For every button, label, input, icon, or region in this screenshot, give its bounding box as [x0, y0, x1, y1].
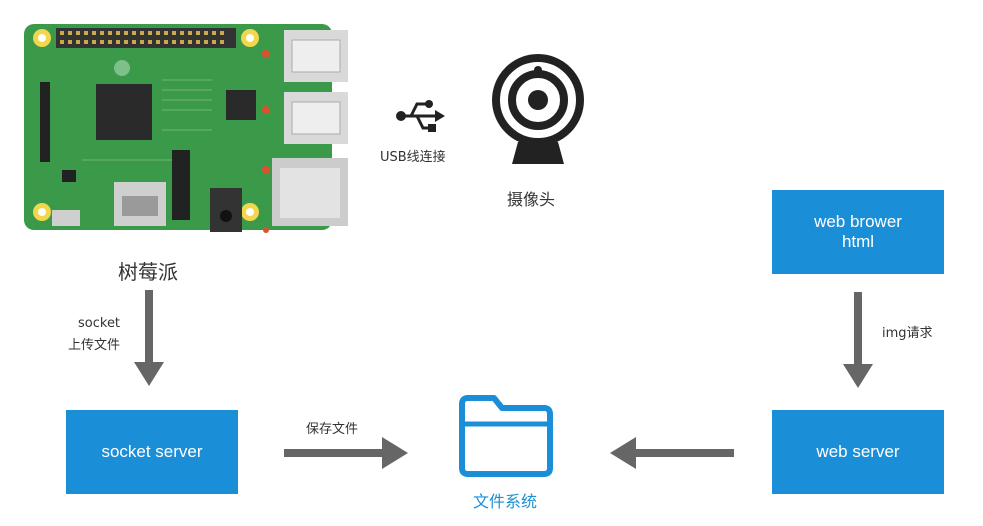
edge-label-socket: socket	[78, 316, 121, 331]
web-browser-label: web brower	[814, 212, 902, 231]
camera-label: 摄像头	[507, 190, 556, 209]
edge-label-save: 保存文件	[306, 422, 359, 437]
socket-server-box: socket server	[66, 410, 238, 494]
arrow-pi-to-socket	[134, 290, 164, 386]
file-system-label: 文件系统	[473, 492, 538, 511]
edge-label-upload: 上传文件	[68, 338, 121, 353]
edge-label-img-request: img请求	[882, 326, 933, 341]
raspberry-pi-image	[22, 20, 352, 240]
socket-server-label: socket server	[101, 442, 203, 461]
arrow-socket-to-fs	[284, 437, 408, 469]
folder-icon	[456, 394, 556, 478]
webcam-icon	[490, 52, 586, 168]
web-server-label: web server	[816, 442, 900, 461]
usb-icon	[395, 96, 445, 136]
arrow-webserver-to-fs	[610, 437, 734, 469]
raspberry-pi-label: 树莓派	[118, 260, 178, 284]
arrow-browser-to-webserver	[843, 292, 873, 388]
web-browser-box: web brower html	[772, 190, 944, 274]
web-server-box: web server	[772, 410, 944, 494]
web-browser-html-label: html	[841, 232, 875, 251]
usb-label: USB线连接	[380, 150, 446, 165]
